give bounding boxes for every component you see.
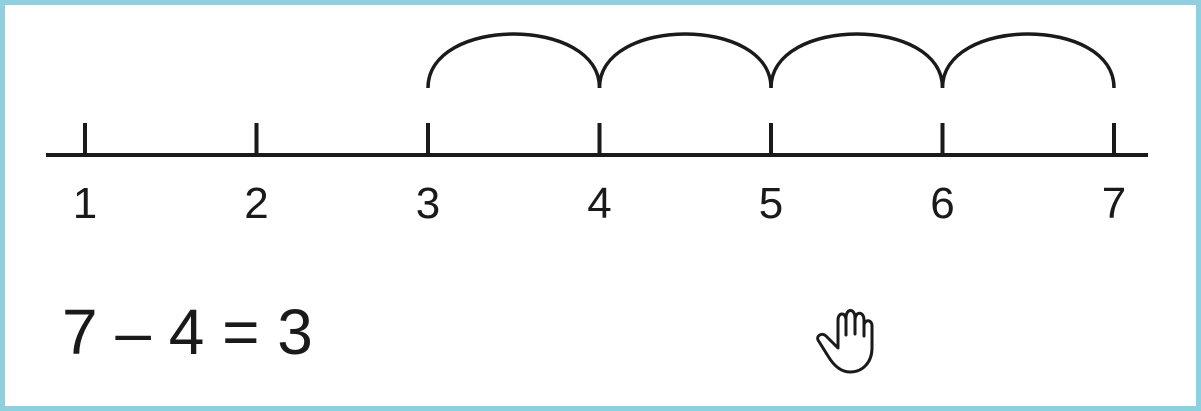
subtraction-equation: 7 – 4 = 3 xyxy=(62,296,313,368)
tick-label-1: 1 xyxy=(73,179,97,228)
tick-label-7: 7 xyxy=(1102,179,1126,228)
tick-label-2: 2 xyxy=(244,179,268,228)
jump-arc-4-to-5 xyxy=(597,32,773,89)
tick-labels-group: 1 2 3 4 5 6 7 xyxy=(73,179,1126,228)
tick-label-5: 5 xyxy=(759,179,783,228)
tick-label-4: 4 xyxy=(587,179,611,228)
jump-arc-6-to-7 xyxy=(940,32,1116,89)
tick-label-3: 3 xyxy=(416,179,440,228)
jump-arc-5-to-6 xyxy=(769,32,945,89)
ticks-group xyxy=(83,123,1116,155)
hand-cursor-icon[interactable] xyxy=(808,290,898,380)
tick-label-6: 6 xyxy=(930,179,954,228)
jump-arcs-group xyxy=(426,32,1116,89)
jump-arc-3-to-4 xyxy=(426,32,602,89)
